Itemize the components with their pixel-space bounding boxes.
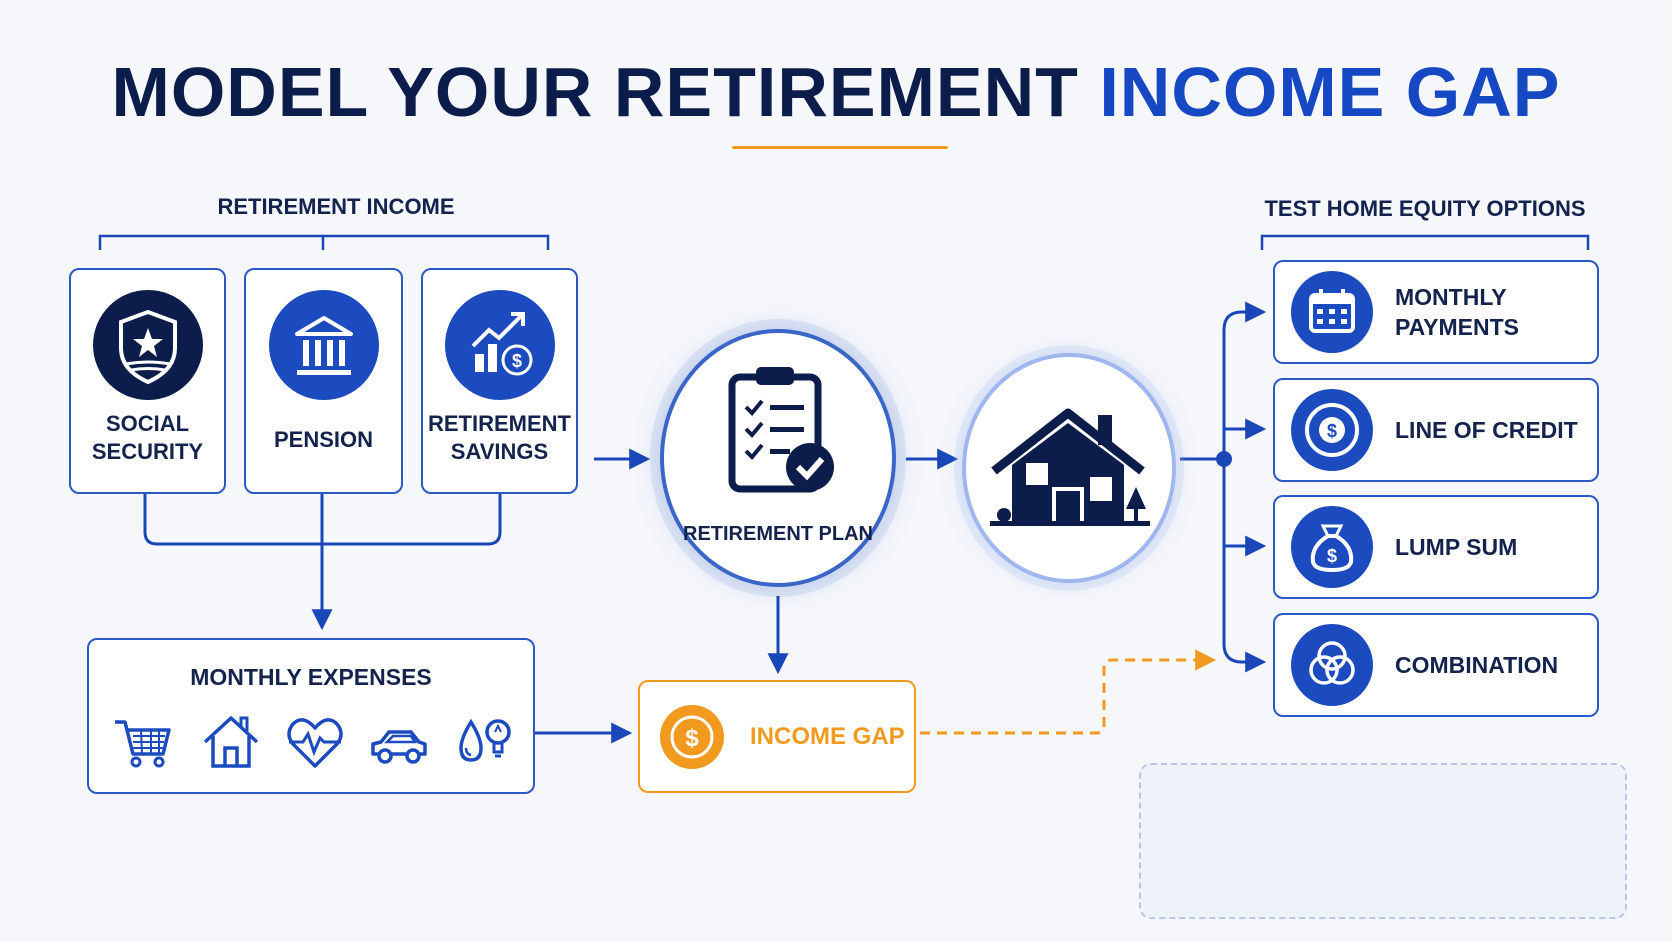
empty-placeholder-panel	[1139, 763, 1627, 919]
home-equity-options-label: TEST HOME EQUITY OPTIONS	[1264, 196, 1586, 221]
branch-to-combination	[1222, 330, 1267, 673]
option-line-of-credit: $ LINE OF CREDIT	[1273, 378, 1599, 482]
overlap-circles-icon	[1291, 624, 1373, 706]
heart-pulse-icon	[287, 718, 343, 768]
dollar-coin-icon: $	[660, 704, 724, 769]
title-accent: INCOME GAP	[1099, 53, 1561, 131]
page-title: MODEL YOUR RETIREMENT INCOME GAP	[0, 52, 1672, 132]
gap-to-options-dashed-arrow	[920, 649, 1217, 735]
bank-building-icon	[268, 290, 379, 400]
combination-label: COMBINATION	[1395, 652, 1559, 678]
income-gap-card: $ INCOME GAP	[638, 680, 916, 793]
home-node	[962, 353, 1176, 583]
title-underline	[732, 146, 948, 149]
option-lump-sum: $ LUMP SUM	[1273, 495, 1599, 599]
home-icon	[203, 716, 259, 768]
retirement-income-label: RETIREMENT INCOME	[217, 194, 455, 219]
line-of-credit-label: LINE OF CREDIT	[1395, 417, 1578, 443]
house-icon	[990, 408, 1150, 526]
shopping-cart-icon	[115, 720, 171, 768]
growth-chart-dollar-icon: $	[444, 290, 555, 400]
option-combination: COMBINATION	[1273, 613, 1599, 717]
income-gap-label: INCOME GAP	[750, 722, 905, 750]
monthly-expenses-card: MONTHLY EXPENSES	[87, 638, 535, 794]
retirement-plan-node: RETIREMENT PLAN	[660, 329, 896, 587]
utilities-icon	[459, 718, 511, 762]
svg-text:$: $	[685, 725, 699, 752]
svg-text:$: $	[1327, 421, 1337, 441]
monthly-expenses-label: MONTHLY EXPENSES	[190, 664, 432, 690]
pension-label: PENSION	[273, 427, 374, 452]
pension-card: PENSION	[244, 268, 403, 494]
branch-to-monthly	[1222, 301, 1267, 331]
money-bag-icon: $	[1291, 506, 1373, 588]
retirement-plan-label: RETIREMENT PLAN	[683, 523, 873, 545]
options-bracket	[1260, 234, 1590, 250]
clipboard-check-icon	[728, 367, 834, 493]
calendar-icon	[1291, 271, 1373, 353]
car-icon	[371, 730, 427, 764]
svg-text:$: $	[1327, 546, 1337, 566]
income-to-expenses-arrow	[143, 494, 502, 626]
income-bracket	[98, 234, 550, 250]
dollar-cycle-icon: $	[1291, 389, 1373, 471]
shield-star-icon	[92, 290, 203, 400]
svg-text:$: $	[511, 351, 521, 371]
lump-sum-label: LUMP SUM	[1395, 534, 1518, 560]
title-main: MODEL YOUR RETIREMENT	[111, 53, 1079, 131]
